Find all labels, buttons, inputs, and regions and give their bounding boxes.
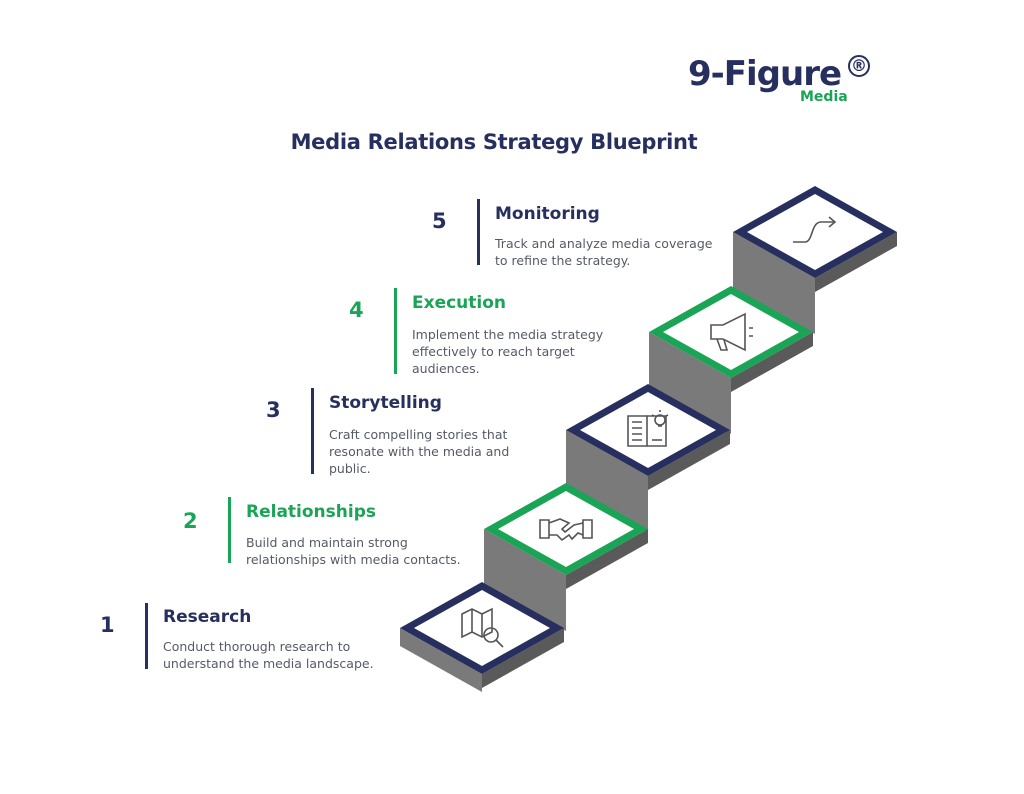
step-divider	[228, 497, 231, 563]
book-lightbulb-icon	[627, 410, 669, 447]
stair-steps	[400, 186, 897, 692]
brand-logo: 9-Figure ® Media	[688, 54, 888, 108]
stair-riser-right	[731, 332, 813, 392]
stair-icons	[461, 216, 837, 648]
stair-step-5	[733, 186, 897, 334]
page-title: Media Relations Strategy Blueprint	[290, 130, 698, 154]
stair-top-inner	[747, 194, 883, 270]
step-description: Build and maintain strong relationships …	[246, 535, 461, 567]
stair-riser-left	[484, 529, 566, 631]
stair-riser-left	[400, 628, 482, 692]
stair-step-2	[484, 483, 648, 631]
step-number: 2	[183, 509, 198, 533]
stair-top-inner	[580, 392, 716, 468]
step-title: Execution	[412, 293, 507, 313]
step-divider	[394, 288, 397, 374]
registered-mark: ®	[848, 55, 870, 77]
stair-riser-right	[815, 232, 897, 292]
stair-top-inner	[498, 491, 634, 567]
stair-step-1	[400, 582, 564, 692]
step-divider	[145, 603, 148, 669]
step-divider	[311, 388, 314, 474]
step-number: 1	[100, 613, 115, 637]
stair-riser-left	[566, 430, 648, 532]
handshake-icon	[539, 518, 593, 542]
step-description: Craft compelling stories that resonate w…	[329, 427, 510, 476]
step-description: Conduct thorough research to understand …	[163, 639, 374, 671]
step-number: 3	[266, 398, 281, 422]
stair-step-4	[649, 286, 813, 434]
logo-text: 9-Figure	[688, 54, 842, 94]
stair-step-3	[566, 384, 730, 532]
stair-riser-right	[482, 628, 564, 688]
stair-riser-left	[733, 232, 815, 334]
step-title: Relationships	[246, 502, 376, 522]
step-title: Storytelling	[329, 393, 442, 413]
map-search-icon	[461, 607, 504, 648]
step-number: 4	[349, 298, 364, 322]
stair-top-inner	[663, 294, 799, 370]
logo-subtitle: Media	[800, 89, 848, 105]
stair-riser-right	[648, 430, 730, 490]
stair-riser-left	[649, 332, 731, 434]
step-title: Monitoring	[495, 204, 600, 224]
stair-riser-right	[566, 529, 648, 589]
step-number: 5	[432, 209, 447, 233]
megaphone-icon	[710, 312, 753, 352]
step-title: Research	[163, 607, 252, 627]
trend-arrow-icon	[793, 216, 837, 243]
step-description: Track and analyze media coverage to refi…	[495, 236, 713, 268]
step-divider	[477, 199, 480, 265]
step-description: Implement the media strategy effectively…	[412, 327, 604, 376]
